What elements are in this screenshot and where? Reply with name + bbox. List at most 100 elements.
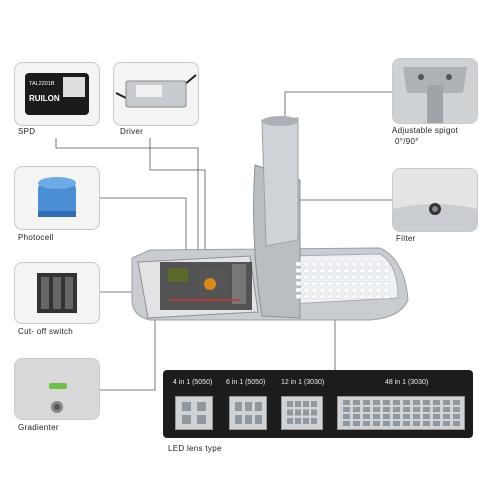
- led-chip: [303, 294, 310, 299]
- led-chip: [367, 261, 374, 267]
- led-chip: [303, 287, 310, 293]
- spd-device-code: TAL2201B: [29, 81, 55, 87]
- lens-sample-6in1: [229, 396, 267, 430]
- lens-cell: [303, 401, 309, 407]
- lens-cell: [295, 409, 301, 416]
- led-chip: [319, 287, 326, 293]
- lens-title-12in1: 12 in 1 (3030): [281, 379, 325, 386]
- lens-cell: [443, 400, 450, 405]
- lens-cell: [295, 418, 301, 424]
- lens-cell: [295, 401, 301, 407]
- lens-sample-12in1: [281, 396, 323, 430]
- led-chip: [359, 261, 366, 267]
- driver-leader: [149, 138, 206, 262]
- lens-cell: [287, 409, 293, 416]
- lens-cell: [363, 400, 370, 405]
- led-chip: [359, 294, 366, 299]
- led-chip: [359, 287, 366, 293]
- lens-type-panel: 4 in 1 (5050) 6 in 1 (5050) 12 in 1 (303…: [163, 370, 473, 438]
- led-chip: [319, 294, 326, 299]
- led-chip: [375, 287, 382, 293]
- lens-cell: [393, 400, 400, 405]
- led-chip: [335, 268, 342, 273]
- gradienter-leader: [98, 310, 156, 391]
- spd-device-brand: RUILON: [29, 94, 60, 103]
- led-chip: [383, 261, 390, 267]
- led-chip: [327, 261, 334, 267]
- lens-cell: [443, 407, 450, 412]
- lens-cell: [433, 414, 440, 419]
- led-chip: [375, 281, 382, 286]
- lens-cell: [393, 414, 400, 419]
- led-chip: [343, 287, 350, 293]
- spd-thumbnail: TAL2201B RUILON: [14, 62, 100, 126]
- lens-cell: [403, 414, 410, 419]
- led-chip: [327, 281, 334, 286]
- lens-cell: [287, 418, 293, 424]
- lens-cell: [343, 421, 350, 426]
- lens-cell: [403, 407, 410, 412]
- gradienter-label: Gradienter: [18, 423, 59, 432]
- lens-cell: [413, 421, 420, 426]
- led-chip: [327, 294, 334, 299]
- led-chip: [335, 261, 342, 267]
- lens-cell: [311, 409, 317, 416]
- led-chip: [327, 268, 334, 273]
- spd-leader: [55, 138, 199, 262]
- led-chip: [311, 274, 318, 280]
- lens-title-48in1: 48 in 1 (3030): [385, 379, 429, 386]
- led-chip: [383, 287, 390, 293]
- led-chip: [311, 294, 318, 299]
- lens-title-4in1: 4 in 1 (5050): [173, 379, 213, 386]
- photocell-device-image: [38, 177, 76, 217]
- lens-cell: [343, 407, 350, 412]
- led-chip: [367, 268, 374, 273]
- filter-thumbnail: [392, 168, 478, 232]
- lens-sample-4in1: [175, 396, 213, 430]
- led-chip: [367, 281, 374, 286]
- spd-device-image: TAL2201B RUILON: [25, 73, 89, 115]
- photocell-label: Photocell: [18, 233, 54, 242]
- lens-cell: [303, 409, 309, 416]
- lens-cell: [373, 407, 380, 412]
- lens-cell: [453, 414, 460, 419]
- led-chip: [303, 268, 310, 273]
- lens-12in1-pattern: [287, 401, 317, 424]
- led-chip: [311, 287, 318, 293]
- led-chip: [311, 281, 318, 286]
- lens-cell: [423, 400, 430, 405]
- lens-type-caption: LED lens type: [168, 444, 222, 453]
- led-chip: [375, 294, 382, 299]
- led-chip: [367, 287, 374, 293]
- led-chip: [375, 261, 382, 267]
- cutoff-label: Cut- off switch: [18, 327, 74, 336]
- lens-cell: [433, 421, 440, 426]
- lens-cell: [363, 414, 370, 419]
- lens-4in1-pattern: [182, 402, 206, 424]
- cutoff-device-image: [37, 273, 77, 313]
- spd-label: SPD: [18, 127, 36, 136]
- filter-device-image: [393, 169, 477, 231]
- led-chip: [359, 281, 366, 286]
- lens-cell: [413, 407, 420, 412]
- led-chip: [383, 281, 390, 286]
- lens-cell: [363, 421, 370, 426]
- lens-cell: [353, 414, 360, 419]
- led-chip: [359, 274, 366, 280]
- led-chip: [295, 268, 302, 273]
- led-chip: [375, 274, 382, 280]
- photocell-thumbnail: [14, 166, 100, 230]
- lens-cell: [311, 418, 317, 424]
- lens-sample-48in1: [337, 396, 465, 430]
- lens-48in1-pattern: [343, 400, 460, 426]
- led-chip: [383, 274, 390, 280]
- lens-cell: [383, 407, 390, 412]
- led-chip: [359, 268, 366, 273]
- lens-cell: [373, 414, 380, 419]
- lens-cell: [423, 414, 430, 419]
- gradienter-device-image: [15, 359, 99, 419]
- led-chip: [295, 287, 302, 293]
